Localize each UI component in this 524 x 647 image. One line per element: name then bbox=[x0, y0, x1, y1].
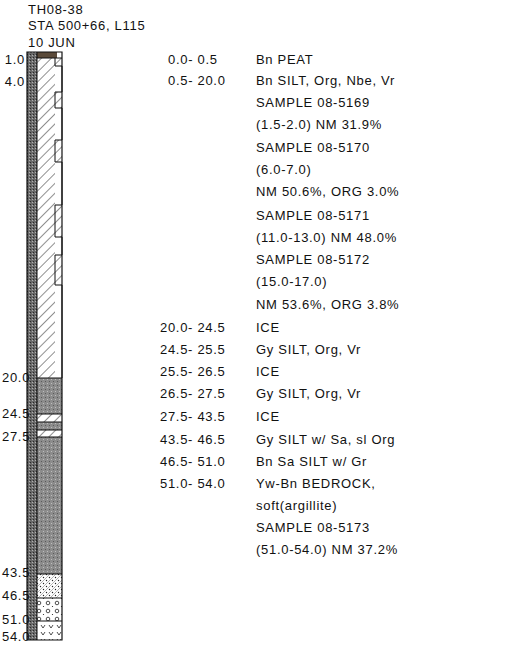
log-description: SAMPLE 08-5170 bbox=[256, 140, 370, 156]
log-description: Bn PEAT bbox=[256, 52, 313, 68]
log-description: NM 53.6%, ORG 3.8% bbox=[256, 297, 399, 313]
log-description: Gy SILT, Org, Vr bbox=[256, 342, 361, 358]
log-description: SAMPLE 08-5169 bbox=[256, 95, 370, 111]
depth-label: 24.5 bbox=[2, 406, 30, 422]
depth-label: 46.5 bbox=[2, 588, 30, 604]
log-description: 20.0- 24.5 bbox=[160, 320, 226, 336]
log-description: 26.5- 27.5 bbox=[160, 386, 226, 402]
log-description: Gy SILT w/ Sa, sl Org bbox=[256, 432, 395, 448]
log-description: ICE bbox=[256, 409, 280, 425]
log-description: 46.5- 51.0 bbox=[160, 454, 226, 470]
log-description: (15.0-17.0) bbox=[256, 274, 327, 290]
log-description: Yw-Bn BEDROCK, bbox=[256, 476, 376, 492]
depth-label: 4.0 bbox=[5, 74, 25, 90]
header-note: STA 500+66, L115 bbox=[28, 18, 145, 34]
depth-label: 20.0 bbox=[2, 370, 30, 386]
log-description: (51.0-54.0) NM 37.2% bbox=[256, 542, 398, 558]
log-description: SAMPLE 08-5173 bbox=[256, 520, 370, 536]
depth-label: 27.5 bbox=[2, 429, 30, 445]
log-description: soft(argillite) bbox=[256, 498, 337, 514]
depth-label: 43.5 bbox=[2, 565, 30, 581]
header-note: 10 JUN bbox=[28, 35, 76, 51]
log-description: 0.0- 0.5 bbox=[168, 52, 218, 68]
log-description: 25.5- 26.5 bbox=[160, 364, 226, 380]
log-description: SAMPLE 08-5171 bbox=[256, 208, 370, 224]
log-description: NM 50.6%, ORG 3.0% bbox=[256, 184, 399, 200]
depth-label: 1.0 bbox=[5, 52, 25, 68]
log-description: 27.5- 43.5 bbox=[160, 409, 226, 425]
log-description: Gy SILT, Org, Vr bbox=[256, 386, 361, 402]
log-description: 24.5- 25.5 bbox=[160, 342, 226, 358]
log-description: (1.5-2.0) NM 31.9% bbox=[256, 117, 382, 133]
log-description: ICE bbox=[256, 320, 280, 336]
depth-label: 54.0 bbox=[2, 629, 30, 645]
log-description: 51.0- 54.0 bbox=[160, 476, 226, 492]
log-description: 0.5- 20.0 bbox=[168, 73, 226, 89]
borehole-id: TH08-38 bbox=[28, 2, 83, 18]
log-description: (11.0-13.0) NM 48.0% bbox=[256, 230, 397, 246]
depth-label: 51.0 bbox=[2, 612, 30, 628]
log-description: 43.5- 46.5 bbox=[160, 432, 226, 448]
log-description: ICE bbox=[256, 364, 280, 380]
log-description: SAMPLE 08-5172 bbox=[256, 252, 370, 268]
log-description: Bn SILT, Org, Nbe, Vr bbox=[256, 73, 395, 89]
log-description: Bn Sa SILT w/ Gr bbox=[256, 454, 367, 470]
log-description: (6.0-7.0) bbox=[256, 162, 311, 178]
